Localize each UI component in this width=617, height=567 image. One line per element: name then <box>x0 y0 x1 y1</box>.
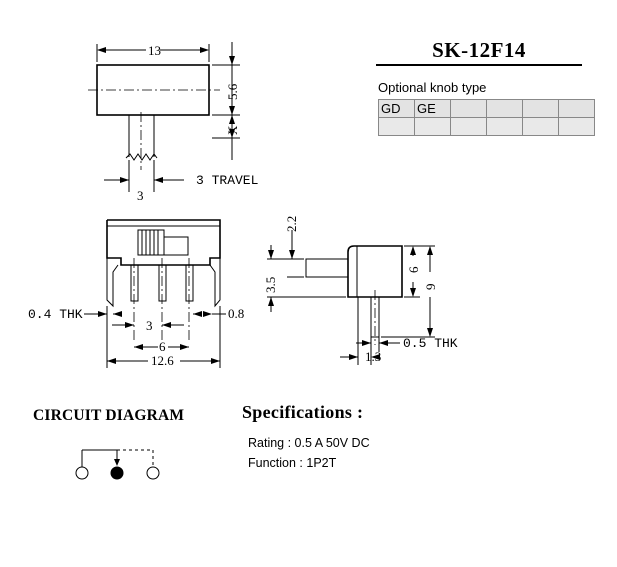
specifications-title: Specifications : <box>242 402 364 422</box>
knob-cell <box>522 117 559 136</box>
knob-cell <box>558 117 595 136</box>
knob-cell <box>486 99 523 118</box>
circuit-diagram <box>75 449 160 480</box>
side-view <box>267 230 435 365</box>
terminal-common <box>110 466 124 480</box>
knob-row <box>378 117 595 136</box>
dim-travel: 3 TRAVEL <box>196 173 258 188</box>
dim-knob-width: 3 <box>137 188 144 203</box>
dim-pin-gap: 0.8 <box>228 306 244 321</box>
terminal-right <box>146 466 160 480</box>
knob-type-table: GD GE <box>378 99 595 136</box>
knob-row: GD GE <box>378 99 595 118</box>
dim-knob-travel-x: X <box>225 125 240 135</box>
knob-cell: GE <box>414 99 451 118</box>
knob-cell <box>522 99 559 118</box>
knob-cell <box>486 117 523 136</box>
dim-side-13: 1.3 <box>365 349 381 364</box>
dim-side-22: 2.2 <box>284 216 299 232</box>
dim-thk-04: 0.4 THK <box>28 307 83 322</box>
knob-cell <box>414 117 451 136</box>
model-title: SK-12F14 <box>376 38 582 66</box>
dim-pin-pitch: 3 <box>146 318 153 333</box>
dim-top-width: 13 <box>148 43 161 58</box>
dim-side-9: 9 <box>423 284 438 291</box>
knob-cell <box>558 99 595 118</box>
front-view <box>84 219 226 368</box>
dim-outer-pitch: 6 <box>159 339 166 354</box>
knob-cell <box>378 117 415 136</box>
spec-rating: Rating : 0.5 A 50V DC <box>248 436 370 450</box>
spec-function: Function : 1P2T <box>248 456 337 470</box>
dim-side-6: 6 <box>406 266 421 273</box>
knob-cell <box>450 117 487 136</box>
knob-table-label: Optional knob type <box>378 80 487 95</box>
top-view <box>88 42 240 192</box>
dim-thk-05: 0.5 THK <box>403 336 458 351</box>
knob-cell <box>450 99 487 118</box>
dim-side-35: 3.5 <box>263 277 278 293</box>
knob-cell: GD <box>378 99 415 118</box>
dim-total-width: 12.6 <box>151 353 174 368</box>
dim-top-height: 5.6 <box>225 83 240 100</box>
circuit-diagram-title: CIRCUIT DIAGRAM <box>33 407 185 424</box>
terminal-left <box>75 466 89 480</box>
